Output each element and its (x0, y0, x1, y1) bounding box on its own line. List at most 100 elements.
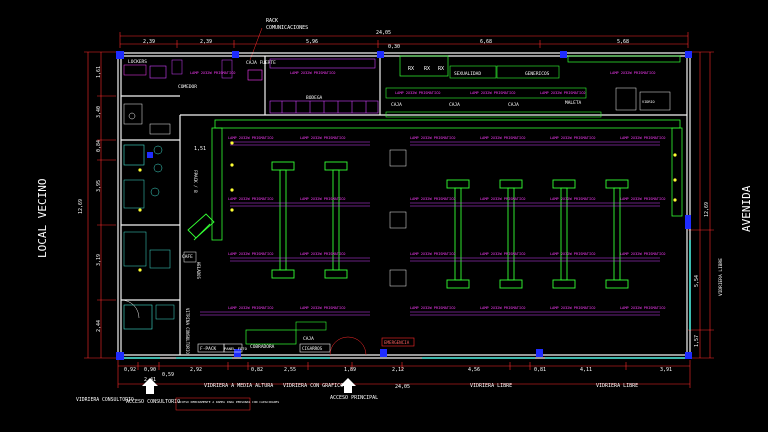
lamp-row-3: LAMP 2X32W PRISMATICO LAMP 2X32W PRISMAT… (228, 252, 665, 262)
lamp-label: LAMP 2X32W PRISMATICO (228, 306, 273, 310)
lamp-rows: LAMP 2X32W PRISMATICO LAMP 2X32W PRISMAT… (190, 71, 665, 316)
dim-bottom-3: 2,92 (190, 367, 202, 373)
lamp-label: LAMP 2X32W PRISMATICO (228, 136, 273, 140)
acceso-principal-label: ACCESO PRINCIPAL (330, 395, 378, 401)
vidriera-media-label: VIDRIERA A MEDIA ALTURA (204, 383, 273, 389)
caja-label-1: CAJA (391, 102, 402, 108)
bodega-label: BODEGA (306, 95, 323, 101)
caja-label-2: CAJA (449, 102, 460, 108)
rx-label-2: RX (424, 66, 430, 72)
dim-bottom-total: 24,05 (395, 384, 410, 390)
dim-top-2: 2,39 (200, 39, 212, 45)
lamp-label: LAMP 2X32W PRISMATICO (550, 306, 595, 310)
lamp-label: LAMP 2X32W PRISMATICO (300, 197, 345, 201)
dim-bottom-5: 2,55 (284, 367, 296, 373)
structural-columns (116, 51, 692, 360)
dim-bottom-7: 2,12 (392, 367, 404, 373)
sexualidad-label: SEXUALIDAD (454, 71, 481, 77)
dim-left-2: 3,40 (96, 106, 102, 118)
gondola-3 (446, 179, 470, 289)
dim-bottom-1: 0,92 (124, 367, 136, 373)
lamp-label: LAMP 2X32W PRISMATICO (480, 197, 525, 201)
fpack-label: F-PACK (200, 346, 217, 352)
lamp-label: LAMP 2X32W PRISMATICO (620, 136, 665, 140)
lamp-label: LAMP 2X32W PRISMATICO (300, 136, 345, 140)
vitrina-consultorio-label: VITRINA CONSULTORIO (185, 308, 190, 354)
vidriera-libre-label-1: VIDRIERA LIBRE (470, 383, 512, 389)
lamp-label: LAMP 2X32W PRISMATICO (480, 306, 525, 310)
lamp-label: LAMP 2X32W PRISMATICO (620, 197, 665, 201)
back-rooms: LOCKERS COMEDOR CAJA FUERTE BODEGA (123, 58, 379, 330)
perimeter-shelving (187, 119, 683, 241)
spot-lights (138, 141, 677, 272)
gondola-6 (605, 179, 629, 289)
arrow-up-icon (142, 378, 158, 394)
dim-right-1: 12,69 (704, 202, 710, 217)
vidrio-label: VIDRIO (642, 100, 655, 104)
rampa-note: ACCESO DEBIDAMENTE A RAMPA PARA PERSONAS… (178, 400, 279, 404)
panel-foto-label: PANEL FOTO (224, 346, 248, 351)
lamp-label: LAMP 2X32W PRISMATICO (190, 71, 235, 75)
vidriera-consultorio-label: VIDRIERA CONSULTORIO (76, 397, 134, 403)
dim-right-3: 1,57 (694, 335, 700, 347)
dim-left-4: 3,95 (96, 180, 102, 192)
dim-left-1: 1,61 (96, 66, 102, 78)
lamp-label: LAMP 2X32W PRISMATICO (620, 306, 665, 310)
dim-bottom-10: 4,11 (580, 367, 592, 373)
lamp-row-4: LAMP 2X32W PRISMATICO LAMP 2X32W PRISMAT… (200, 306, 665, 316)
gondolas (271, 149, 629, 289)
dim-top-4: 6,68 (480, 39, 492, 45)
vidriera-libre-label-2: VIDRIERA LIBRE (596, 383, 638, 389)
gondola-4 (499, 179, 523, 289)
dim-bottom-sub-2: 0,59 (162, 372, 174, 378)
lamp-row-2: LAMP 2X32W PRISMATICO LAMP 2X32W PRISMAT… (228, 197, 665, 207)
lamp-label: LAMP 2X32W PRISMATICO (410, 197, 455, 201)
fpack-vertical-label: FPACK / B (193, 170, 198, 193)
caja-label-3: CAJA (508, 102, 519, 108)
emergencia-label: EMERGENCIA (384, 340, 410, 345)
dim-top-5: 5,68 (617, 39, 629, 45)
lamp-label: LAMP 2X32W PRISMATICO (228, 197, 273, 201)
gondola-2 (324, 161, 348, 279)
lamp-label: LAMP 2X32W PRISMATICO (470, 91, 515, 95)
dim-top-small: 0,30 (388, 44, 400, 50)
dim-bottom-4: 0,82 (251, 367, 263, 373)
lamp-label: LAMP 2X32W PRISMATICO (410, 252, 455, 256)
lockers-label: LOCKERS (128, 59, 147, 65)
left-area-labels: FPACK / B CAFE HELADOS VITRINA CONSULTOR… (182, 170, 201, 354)
lamp-label: LAMP 2X32W PRISMATICO (410, 306, 455, 310)
side-labels: LOCAL VECINO AVENIDA VIDRIERA LIBRE (36, 179, 753, 296)
cigarros-label: CIGARROS (302, 346, 323, 351)
lamp-label: LAMP 2X32W PRISMATICO (610, 71, 655, 75)
dim-left-total: 12,69 (78, 199, 84, 214)
lamp-label: LAMP 2X32W PRISMATICO (290, 71, 335, 75)
dim-bottom-9: 0,81 (534, 367, 546, 373)
caja-fuerte-label: CAJA FUERTE (246, 60, 276, 66)
lamp-label: LAMP 2X32W PRISMATICO (228, 252, 273, 256)
lamp-label: LAMP 2X32W PRISMATICO (540, 91, 585, 95)
lamp-label: LAMP 2X32W PRISMATICO (550, 136, 595, 140)
cafe-label: CAFE (182, 254, 193, 260)
lamp-label: LAMP 2X32W PRISMATICO (395, 91, 440, 95)
arrow-up-icon (340, 378, 356, 393)
dim-bottom-11: 3,91 (660, 367, 672, 373)
top-dimensions: 24,05 2,39 2,39 5,96 6,68 5,68 0,30 (119, 30, 689, 50)
maletas-label: MALETA (565, 100, 582, 106)
cobradora-label: COBRADORA (250, 344, 275, 350)
lamp-label: LAMP 2X32W PRISMATICO (480, 136, 525, 140)
helados-label: HELADOS (196, 262, 201, 279)
right-dimensions: 12,69 5,54 1,57 (688, 51, 714, 359)
left-dimensions: 12,69 1,61 3,40 0,84 3,95 3,19 2,44 1,51 (78, 51, 206, 359)
dim-top-3: 5,96 (306, 39, 318, 45)
rx-label-1: RX (408, 66, 414, 72)
dim-top-1: 2,39 (143, 39, 155, 45)
avenida-label: AVENIDA (740, 185, 753, 232)
bottom-dimensions: 0,92 0,90 2,92 0,82 2,55 1,89 2,12 4,56 … (117, 360, 691, 390)
dim-bottom-8: 4,56 (468, 367, 480, 373)
vidriera-grafico-label: VIDRIERA CON GRAFICO (283, 383, 343, 389)
gondola-5 (552, 179, 576, 289)
dim-bottom-2: 0,90 (144, 367, 156, 373)
dim-right-2: 5,54 (694, 275, 700, 287)
rack-label: RACK (266, 18, 278, 24)
